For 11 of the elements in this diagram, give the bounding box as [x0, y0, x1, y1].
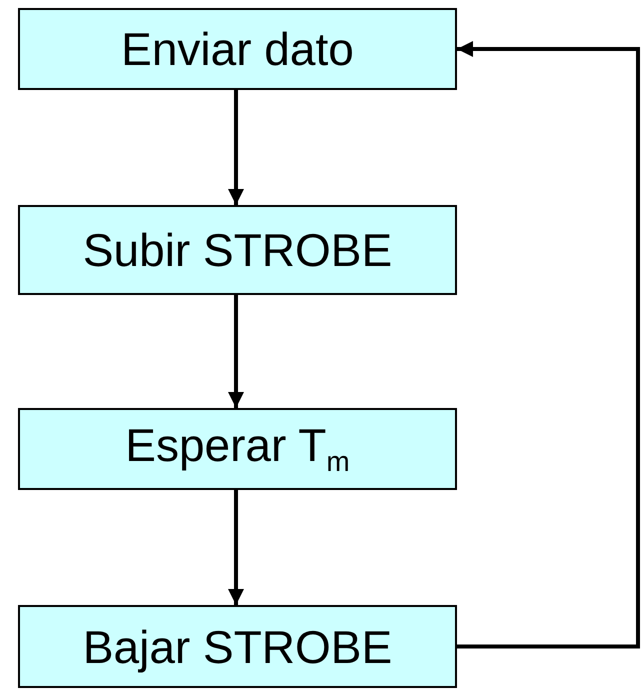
- process-box: [18, 408, 457, 490]
- step-label: Enviar dato: [121, 26, 354, 72]
- step-label: Esperar T$_{m}$: [125, 422, 350, 476]
- arrow: [228, 295, 244, 408]
- process-box: [18, 8, 457, 90]
- step-label: Subir STROBE: [82, 227, 392, 273]
- process-box: [18, 605, 457, 688]
- arrow: [228, 490, 244, 605]
- process-box: [18, 205, 457, 295]
- arrow: [228, 90, 244, 205]
- arrow: [457, 41, 640, 648]
